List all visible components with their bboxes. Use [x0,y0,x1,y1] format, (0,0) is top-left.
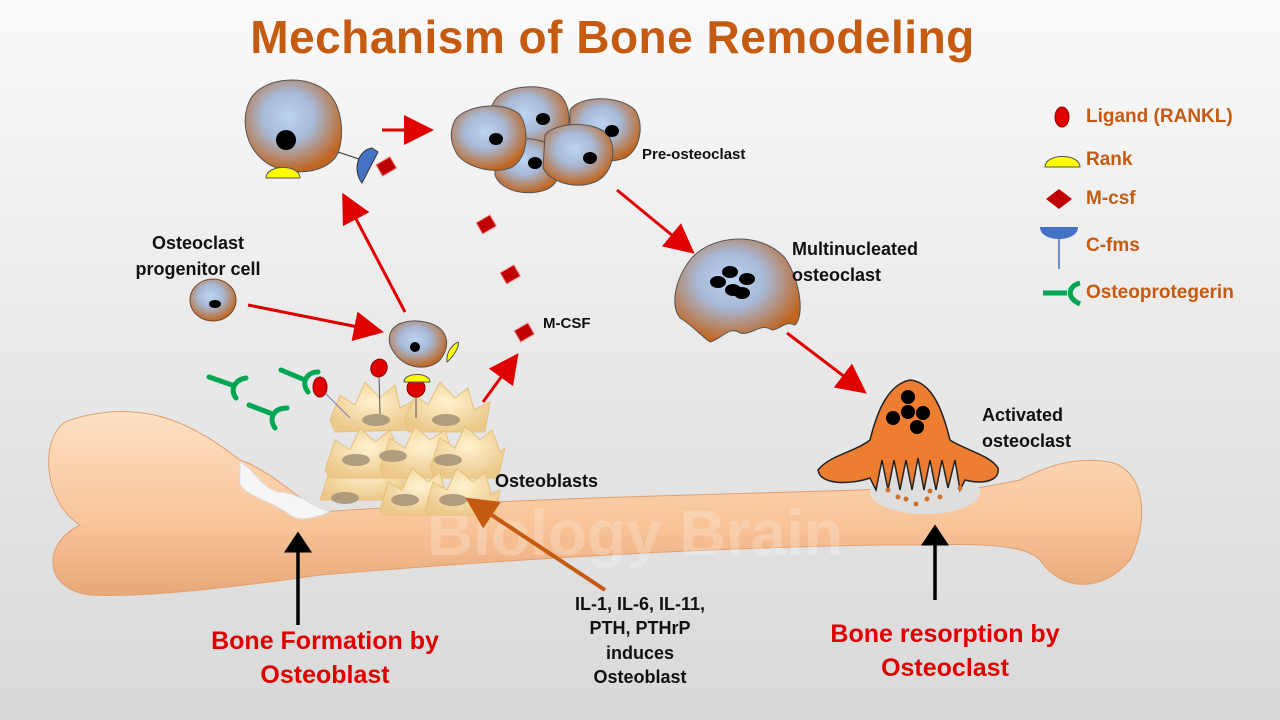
legend-item-m-csf: M-csf [1040,184,1136,214]
arrow-to-precursor [342,192,407,313]
pathway-arrows [247,115,867,403]
label-line: PTH, PTHrP [589,618,691,639]
label-line: IL-1, IL-6, IL-11, [574,594,706,614]
label-line: osteoclast [792,265,882,286]
m-csf-icon [1040,184,1086,214]
new-bone-matrix [239,461,332,520]
legend-label: M-csf [1086,188,1136,209]
legend-item-rank: Rank [1040,145,1132,175]
label-line: Multinucleated [792,239,919,259]
osteoprotegerin [206,374,249,401]
c-fms-receptor [356,147,379,184]
pre-osteoclast-label: Pre-osteoclast [642,146,746,163]
progenitor-cell-label: Osteoclast progenitor cell [118,230,278,282]
m-csf-molecule [499,264,522,285]
m-csf-molecules [475,214,536,343]
osteoprotegerin-molecules [206,367,321,431]
osteoblast-cell [329,381,416,433]
page-title: Mechanism of Bone Remodeling [250,11,975,63]
bone-formation-label: Bone Formation by Osteoblast [180,625,470,693]
osteoprotegerin [246,402,290,431]
arrow-m-csf-release [481,353,519,403]
osteoclast-precursor-cell [244,79,398,184]
legend-item-osteoprotegerin: Osteoprotegerin [1040,278,1234,308]
resorption-debris [885,485,963,507]
label-line: induces [605,642,675,663]
legend-label: Rank [1086,149,1133,170]
rank-icon [1040,145,1086,175]
rank-receptor [265,167,301,179]
legend-label: C-fms [1086,235,1140,256]
label-line: Osteoclast [881,653,1009,682]
rank-bearing-cell [388,320,459,383]
multinucleated-osteoclast [674,238,801,343]
rank-receptor [446,341,459,364]
osteoprotegerin-icon [1040,278,1086,308]
arrow-to-activated [786,331,867,394]
pre-osteoclast-cluster [450,86,641,194]
rankl-ligands [312,358,426,419]
osteoprotegerin [278,367,321,395]
c-fms-icon [1040,227,1086,269]
label-line: Bone resorption by [830,620,1060,648]
bone-resorption-label: Bone resorption by Osteoclast [800,618,1090,686]
label-line: Osteoblast [593,666,687,687]
legend-item-c-fms: C-fms [1040,227,1140,269]
arrow-to-multinucleated [616,188,695,254]
m-csf-molecule [375,156,398,177]
arrow-progenitor-to-cell [247,303,384,342]
ligand-rankl-icon [1040,102,1086,132]
label-line: Activated [982,405,1064,425]
label-line: Osteoblast [260,660,390,689]
legend-label: Osteoprotegerin [1086,282,1234,303]
osteoblasts-label: Osteoblasts [495,471,599,491]
label-line: Osteoclast [151,233,245,253]
osteoblast-cluster [319,381,506,516]
inducers-label: IL-1, IL-6, IL-11, PTH, PTHrP induces Os… [545,592,735,689]
label-line: progenitor cell [135,259,261,280]
activated-osteoclast [817,379,999,507]
m-csf-label: M-CSF [543,315,591,332]
inducer-arrow [465,497,607,592]
legend-item-ligand: Ligand (RANKL) [1040,102,1233,132]
multinucleated-osteoclast-label: Multinucleated osteoclast [792,236,918,288]
ligand-rankl [312,376,328,398]
activated-osteoclast-label: Activated osteoclast [982,402,1071,454]
osteoclast-progenitor-cell [189,278,237,322]
ligand-rankl [370,358,388,378]
label-line: osteoclast [982,431,1072,452]
m-csf-molecule [475,214,498,235]
legend-label: Ligand (RANKL) [1086,106,1233,127]
m-csf-molecule [513,322,536,343]
rank-receptor [403,374,431,383]
osteoblast-cell [404,381,491,433]
label-line: Bone Formation by [211,627,439,655]
